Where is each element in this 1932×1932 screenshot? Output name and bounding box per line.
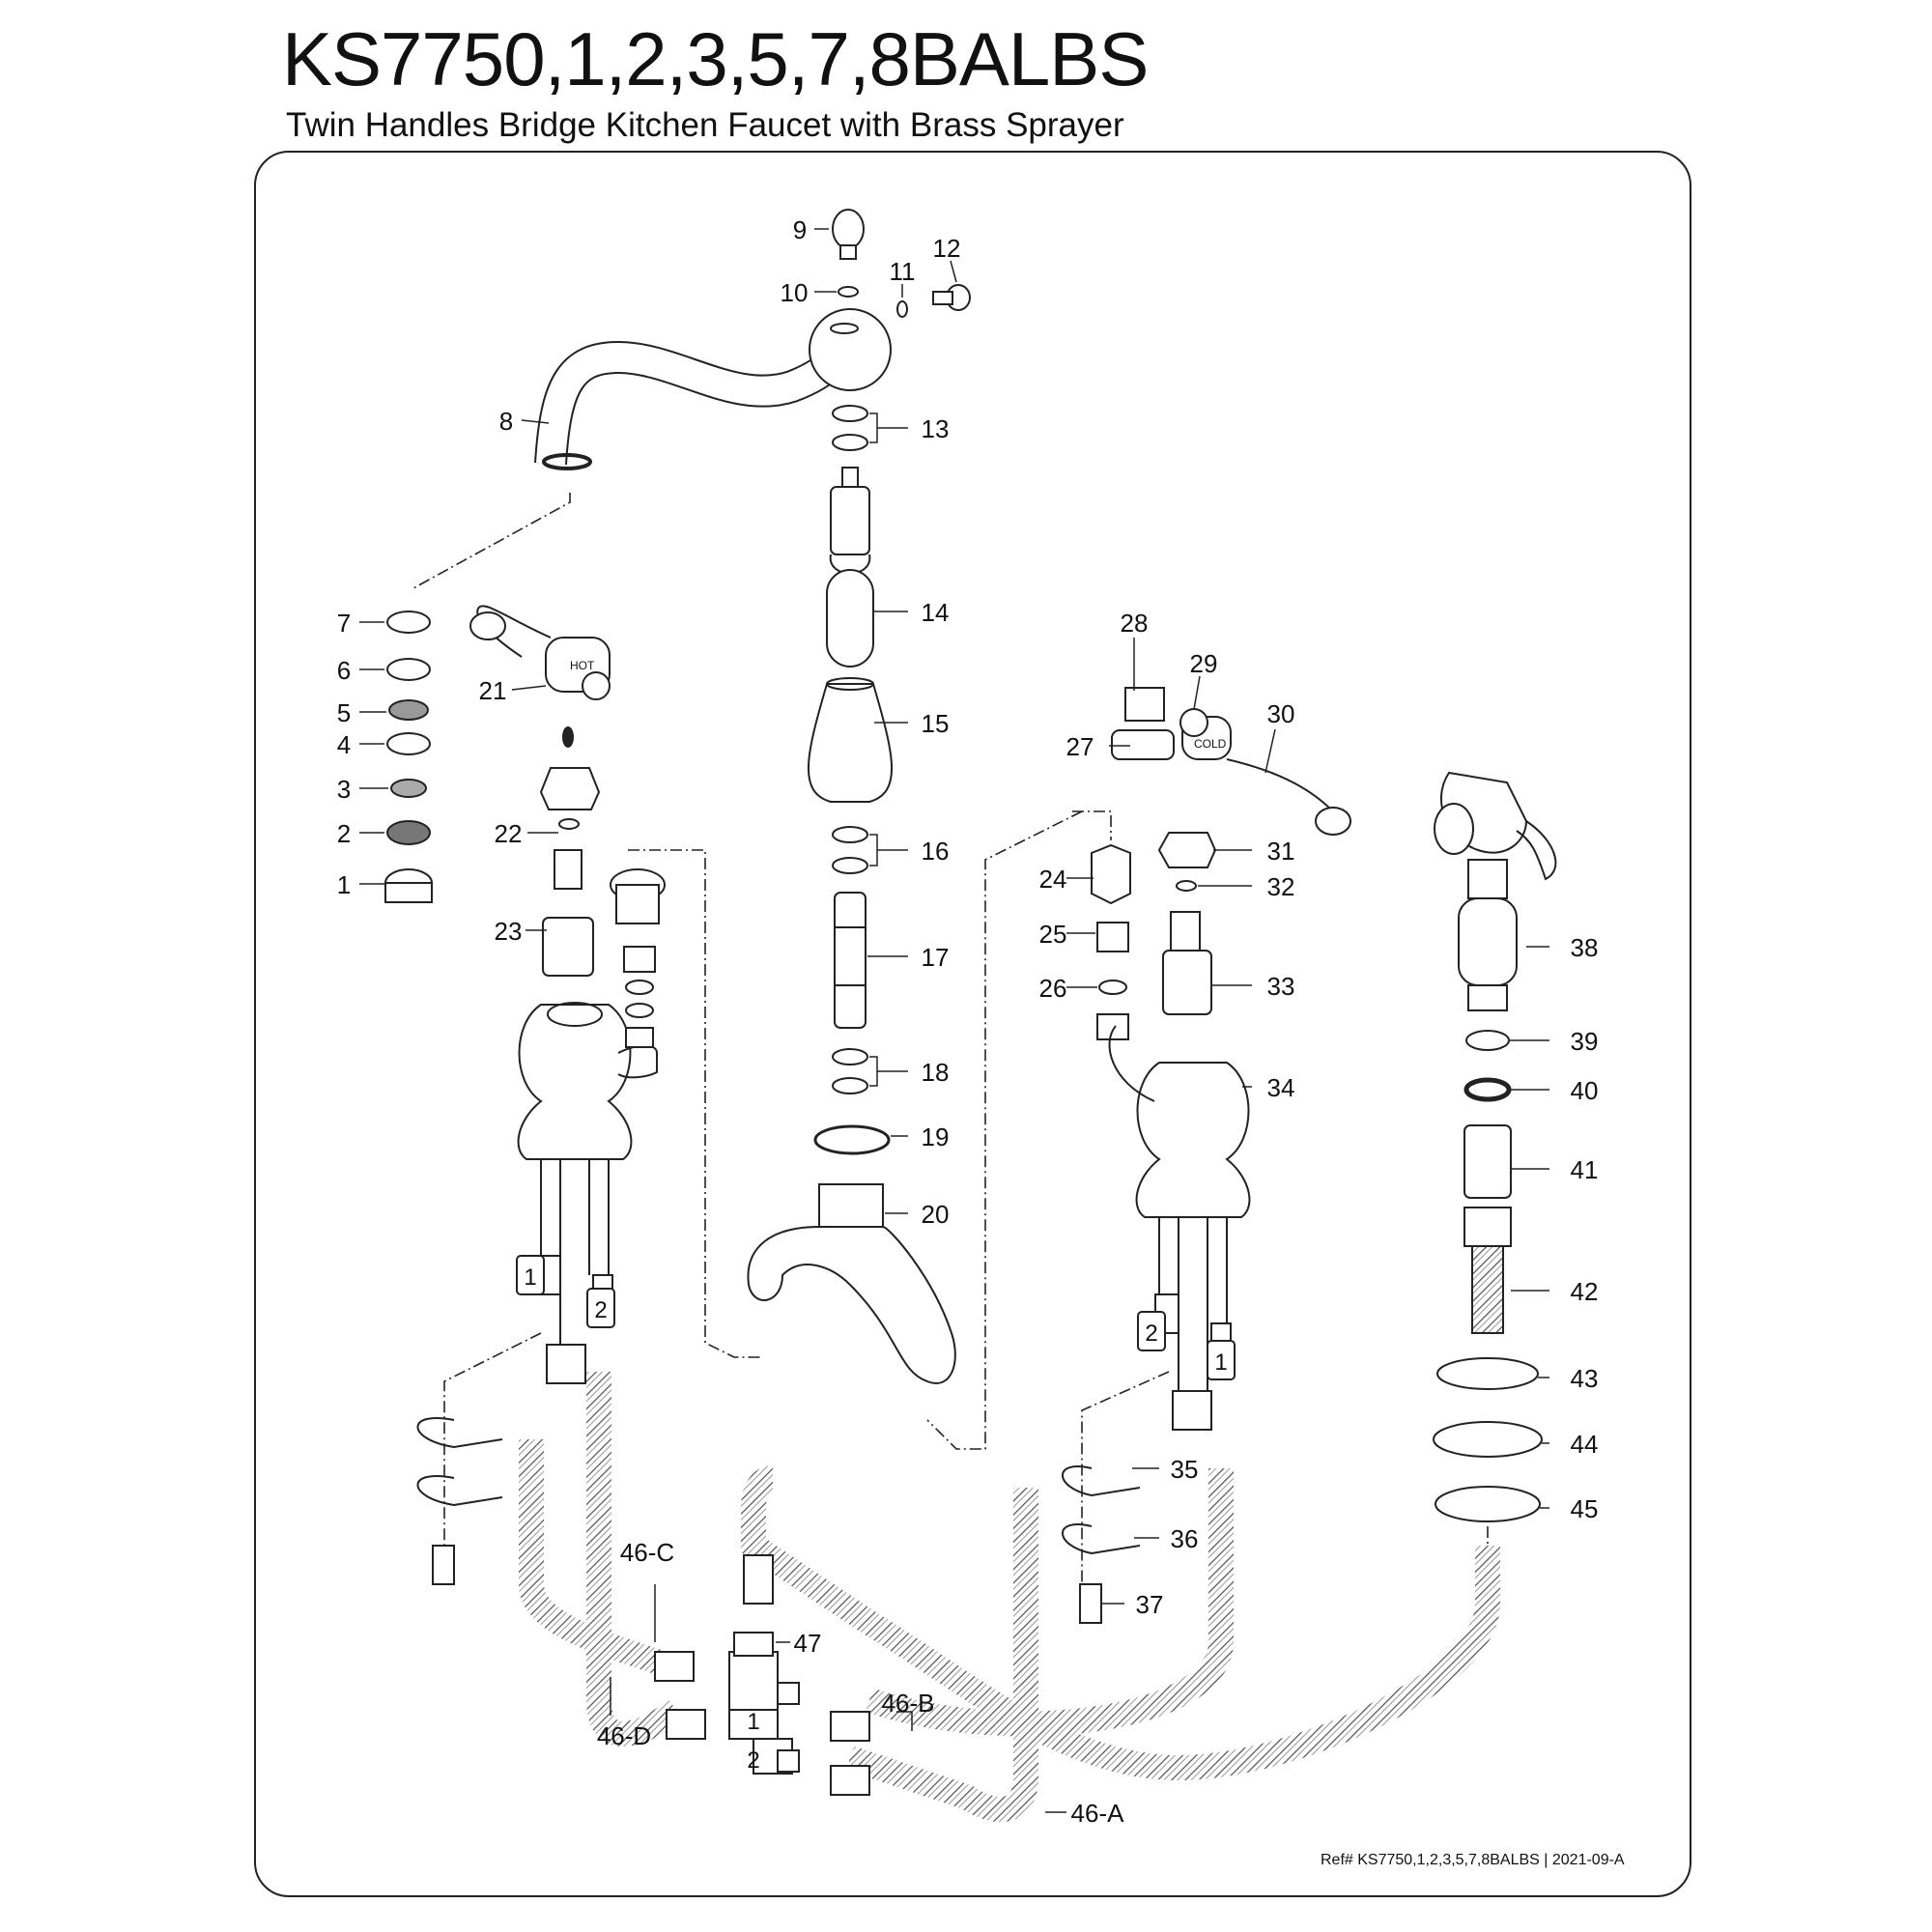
callout-30: 30 [1267,699,1295,728]
callout-34: 34 [1267,1073,1295,1102]
callout-43: 43 [1571,1364,1599,1393]
callout-18: 18 [922,1058,950,1087]
base-part-20 [747,1226,956,1384]
callout-26: 26 [1039,974,1067,1003]
callout-9: 9 [793,215,807,244]
callout-46-C: 46-C [620,1538,674,1567]
callout-8: 8 [499,407,513,436]
reference-footer: Ref# KS7750,1,2,3,5,7,8BALBS | 2021-09-A [1321,1852,1625,1868]
callout-29: 29 [1190,649,1218,678]
callout-46-D: 46-D [597,1721,651,1750]
hose-46-B [865,1468,1234,1737]
sprayer-hose [741,1465,1500,1781]
callout-36: 36 [1171,1524,1199,1553]
callout-12: 12 [933,234,961,263]
callout-16: 16 [922,837,950,866]
callout-15: 15 [922,709,950,738]
callout-17: 17 [922,943,950,972]
callout-45: 45 [1571,1494,1599,1523]
callout-47: 47 [794,1629,822,1658]
tee-port-label: 2 [747,1747,759,1774]
callout-44: 44 [1571,1430,1599,1459]
callout-27: 27 [1066,732,1094,761]
callout-13: 13 [922,414,950,443]
callout-2: 2 [337,819,351,848]
hose-tag: 2 [594,1297,607,1323]
callout-35: 35 [1171,1455,1199,1484]
callout-33: 33 [1267,972,1295,1001]
hose-46-D [586,1372,684,1747]
callout-46-B: 46-B [882,1689,935,1718]
callout-37: 37 [1136,1590,1164,1619]
hot-valve-body-part-34-left [517,1004,633,1160]
callout-19: 19 [922,1122,950,1151]
diagram-subtitle: Twin Handles Bridge Kitchen Faucet with … [286,106,1124,144]
sleeve-part-15 [807,683,894,803]
callout-28: 28 [1121,609,1149,638]
hose-46-A [845,1488,1038,1822]
hose-46-C [519,1439,662,1674]
hot-label: HOT [570,659,595,672]
callout-38: 38 [1571,933,1599,962]
callout-24: 24 [1039,865,1067,894]
hose-tag: 1 [524,1264,536,1291]
callout-10: 10 [781,278,809,307]
callout-31: 31 [1267,837,1295,866]
callout-32: 32 [1267,872,1295,901]
callout-6: 6 [337,656,351,685]
callout-41: 41 [1571,1155,1599,1184]
callout-5: 5 [337,698,351,727]
callout-3: 3 [337,775,351,804]
callout-25: 25 [1039,920,1067,949]
callout-46-A: 46-A [1071,1799,1125,1828]
diagram-frame [254,151,1691,1897]
callout-20: 20 [922,1200,950,1229]
callout-11: 11 [890,257,916,286]
callout-4: 4 [337,730,351,759]
cold-valve-body-part-34 [1135,1062,1251,1218]
diagram-title: KS7750,1,2,3,5,7,8BALBS [282,16,1149,101]
callout-7: 7 [337,609,351,638]
callout-21: 21 [479,676,507,705]
cold-label: COLD [1194,737,1227,751]
hose-tag: 2 [1145,1321,1157,1347]
callout-14: 14 [922,598,950,627]
callout-1: 1 [337,870,351,899]
callout-42: 42 [1571,1277,1599,1306]
finial-part-9 [832,209,865,249]
callout-23: 23 [495,917,523,946]
hose-tag: 1 [1214,1350,1227,1376]
callout-39: 39 [1571,1027,1599,1056]
callout-22: 22 [495,819,523,848]
spout-ball [809,308,892,391]
callout-40: 40 [1571,1076,1599,1105]
tee-port-label: 1 [747,1709,759,1735]
